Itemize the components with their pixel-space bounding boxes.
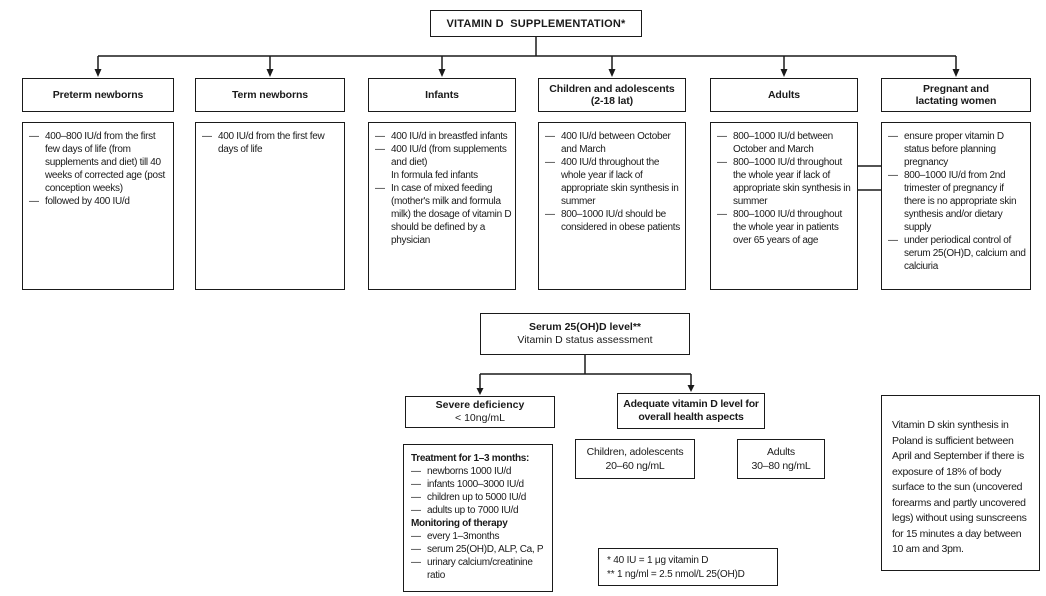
header-children-adolescents: Children and adolescents (2-18 lat): [538, 78, 686, 112]
list-item: 400 IU/d in breastfed infants: [375, 130, 512, 143]
content-pregnant-lactating: ensure proper vitamin D status before pl…: [881, 122, 1031, 290]
content-children-adolescents: 400 IU/d between October and March 400 I…: [538, 122, 686, 290]
adequate-level-box: Adequate vitamin D level for overall hea…: [617, 393, 765, 429]
treatment-title: Treatment for 1–3 months:: [411, 453, 530, 464]
children-range-box: Children, adolescents 20–60 ng/mL: [575, 439, 695, 479]
list-item: newborns 1000 IU/d: [411, 465, 550, 478]
severe-deficiency-value: < 10ng/mL: [455, 412, 505, 424]
list-item: 800–1000 IU/d throughout the whole year …: [717, 156, 854, 208]
severe-deficiency-title: Severe deficiency: [435, 399, 525, 411]
content-preterm-newborns: 400–800 IU/d from the first few days of …: [22, 122, 174, 290]
list-item: 400 IU/d between October and March: [545, 130, 682, 156]
list-item: 800–1000 IU/d should be considered in ob…: [545, 208, 682, 234]
adults-range-title: Adults: [767, 446, 795, 458]
header-adults: Adults: [710, 78, 858, 112]
serum-level-subtitle: Vitamin D status assessment: [517, 334, 653, 346]
serum-level-box: Serum 25(OH)D level** Vitamin D status a…: [480, 313, 690, 355]
header-pregnant-lactating: Pregnant and lactating women: [881, 78, 1031, 112]
list-item: 400 IU/d from the first few days of life: [202, 130, 341, 156]
header-infants: Infants: [368, 78, 516, 112]
list-item: serum 25(OH)D, ALP, Ca, P: [411, 543, 550, 556]
list-item: urinary calcium/creatinine ratio: [411, 556, 550, 582]
list-item: under periodical control of serum 25(OH)…: [888, 234, 1027, 273]
content-infants: 400 IU/d in breastfed infants 400 IU/d (…: [368, 122, 516, 290]
header-term-newborns: Term newborns: [195, 78, 345, 112]
skin-synthesis-note-box: Vitamin D skin synthesis in Poland is su…: [881, 395, 1040, 571]
list-item: infants 1000–3000 IU/d: [411, 478, 550, 491]
children-range-title: Children, adolescents: [586, 446, 684, 458]
title-box: VITAMIN D SUPPLEMENTATION*: [430, 10, 642, 37]
treatment-box: Treatment for 1–3 months: newborns 1000 …: [403, 444, 553, 592]
list-item: 400 IU/d (from supplements and diet) In …: [375, 143, 512, 182]
adults-range-value: 30–80 ng/mL: [751, 460, 811, 472]
footnote-line: ** 1 ng/ml = 2.5 nmol/L 25(OH)D: [607, 569, 745, 580]
list-item: 800–1000 IU/d throughout the whole year …: [717, 208, 854, 247]
children-range-value: 20–60 ng/mL: [605, 460, 665, 472]
list-item: 800–1000 IU/d between October and March: [717, 130, 854, 156]
footnote-line: * 40 IU = 1 μg vitamin D: [607, 555, 709, 566]
content-adults: 800–1000 IU/d between October and March …: [710, 122, 858, 290]
list-item: followed by 400 IU/d: [29, 195, 170, 208]
severe-deficiency-box: Severe deficiency < 10ng/mL: [405, 396, 555, 428]
adults-range-box: Adults 30–80 ng/mL: [737, 439, 825, 479]
monitoring-title: Monitoring of therapy: [411, 518, 508, 529]
list-item: In case of mixed feeding (mother's milk …: [375, 182, 512, 247]
list-item: adults up to 7000 IU/d: [411, 504, 550, 517]
list-item: every 1–3months: [411, 530, 550, 543]
list-item: ensure proper vitamin D status before pl…: [888, 130, 1027, 169]
footnote-box: * 40 IU = 1 μg vitamin D ** 1 ng/ml = 2.…: [598, 548, 778, 586]
list-item: 800–1000 IU/d from 2nd trimester of preg…: [888, 169, 1027, 234]
serum-level-title: Serum 25(OH)D level**: [528, 321, 642, 333]
list-item: 400 IU/d throughout the whole year if la…: [545, 156, 682, 208]
content-term-newborns: 400 IU/d from the first few days of life: [195, 122, 345, 290]
header-preterm-newborns: Preterm newborns: [22, 78, 174, 112]
list-item: children up to 5000 IU/d: [411, 491, 550, 504]
list-item: 400–800 IU/d from the first few days of …: [29, 130, 170, 195]
